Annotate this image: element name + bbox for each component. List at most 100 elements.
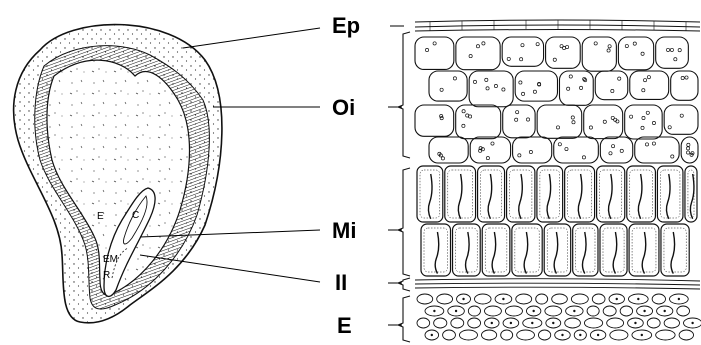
cell-granule <box>567 87 570 90</box>
cell-granule <box>462 298 464 300</box>
cell-granule <box>678 49 681 52</box>
outer-integument-cell <box>470 137 510 163</box>
outer-integument-cell <box>681 137 698 163</box>
cell-wall-inner <box>420 170 440 218</box>
cell-granule <box>643 310 645 312</box>
bracket-mi <box>398 168 410 276</box>
cell-content-streak <box>578 174 582 219</box>
cell-granule <box>642 116 645 119</box>
layer-label-e: E <box>337 313 352 338</box>
cell-wall-inner <box>568 170 592 218</box>
cell-granule <box>664 310 666 312</box>
endosperm-cell <box>417 294 433 304</box>
cell-granule <box>466 114 469 117</box>
cell-granule <box>678 298 680 300</box>
cell-granule <box>625 44 628 47</box>
middle-integument-cell <box>417 166 443 222</box>
cell-granule <box>520 58 523 61</box>
cell-granule <box>594 42 597 45</box>
cell-granule <box>516 111 519 114</box>
outer-integument-cell <box>469 71 513 107</box>
cell-granule <box>686 147 689 150</box>
cell-granule <box>608 45 611 48</box>
outer-integument-cell <box>513 137 552 163</box>
endosperm-cell <box>545 306 562 316</box>
cell-granule <box>642 89 645 92</box>
outer-integument-cell <box>618 37 653 70</box>
cell-content-streak <box>547 174 551 219</box>
cell-granule <box>553 58 556 61</box>
cell-granule <box>473 80 476 83</box>
cell-granule <box>681 76 684 79</box>
cell-wall-inner <box>456 228 478 272</box>
cell-granule <box>533 90 536 93</box>
cell-granule <box>611 116 614 119</box>
outer-integument-cell <box>429 71 467 101</box>
cell-granule <box>671 155 674 158</box>
cell-granule <box>687 143 690 146</box>
cell-granule <box>641 52 644 55</box>
cell-granule <box>529 150 532 153</box>
outer-integument-cell <box>503 105 535 138</box>
cell-granule <box>579 86 582 89</box>
endosperm-cell <box>584 318 602 328</box>
endosperm-cell <box>552 294 568 304</box>
outer-integument-cell <box>515 71 557 101</box>
endosperm-cell <box>501 330 513 340</box>
endosperm-cell <box>468 306 480 316</box>
cell-granule <box>565 147 568 150</box>
cell-granule <box>597 334 599 336</box>
cell-granule <box>491 142 494 145</box>
cell-granule <box>440 114 443 117</box>
cell-content-streak <box>466 232 470 274</box>
endosperm-cell <box>587 306 599 316</box>
cell-granule <box>536 43 539 46</box>
cell-granule <box>670 48 673 51</box>
outer-integument-cell <box>656 37 689 68</box>
seed-label-r: R <box>103 270 110 281</box>
inner-integument-layer <box>415 279 700 289</box>
outer-integument-cell <box>546 37 581 68</box>
cell-wall-inner <box>510 170 532 218</box>
cell-granule <box>433 42 436 45</box>
outer-integument-cell <box>456 37 500 70</box>
outer-integument-cell <box>554 137 599 163</box>
middle-integument-cell <box>661 224 689 276</box>
cell-content-streak <box>609 174 613 219</box>
endosperm-cell <box>603 306 616 316</box>
cell-granule <box>462 124 465 127</box>
cell-granule <box>562 46 565 49</box>
endosperm-cell <box>607 318 624 328</box>
endosperm-cell <box>536 294 548 304</box>
cell-granule <box>572 121 575 124</box>
cell-granule <box>440 88 443 91</box>
cell-granule <box>453 77 456 80</box>
cell-content-streak <box>428 174 432 219</box>
cell-granule <box>582 156 585 159</box>
endosperm-cell <box>475 294 492 304</box>
cell-content-streak <box>638 174 642 219</box>
endosperm-cell <box>652 294 665 304</box>
endosperm-cell <box>592 294 605 304</box>
cell-content-streak <box>524 232 528 274</box>
middle-integument-cell <box>565 166 595 222</box>
cell-granule <box>666 48 669 51</box>
cell-content-streak <box>666 174 670 219</box>
cell-granule <box>531 322 533 324</box>
leader-ep-seed <box>183 28 320 48</box>
cell-granule <box>532 310 534 312</box>
cell-granule <box>552 322 554 324</box>
cell-wall-inner <box>632 228 656 272</box>
seed-label-em: EM <box>103 254 118 265</box>
cell-granule <box>620 149 623 152</box>
outer-integument-cell <box>502 37 543 66</box>
cell-granule <box>431 334 433 336</box>
cell-granule <box>502 298 504 300</box>
cell-granule <box>485 78 488 81</box>
cell-content-streak <box>488 174 492 219</box>
seed-section-drawing: E C EM R <box>14 25 222 323</box>
outer-integument-layer <box>415 37 698 163</box>
cell-granule <box>573 310 575 312</box>
cell-content-streak <box>671 232 675 274</box>
